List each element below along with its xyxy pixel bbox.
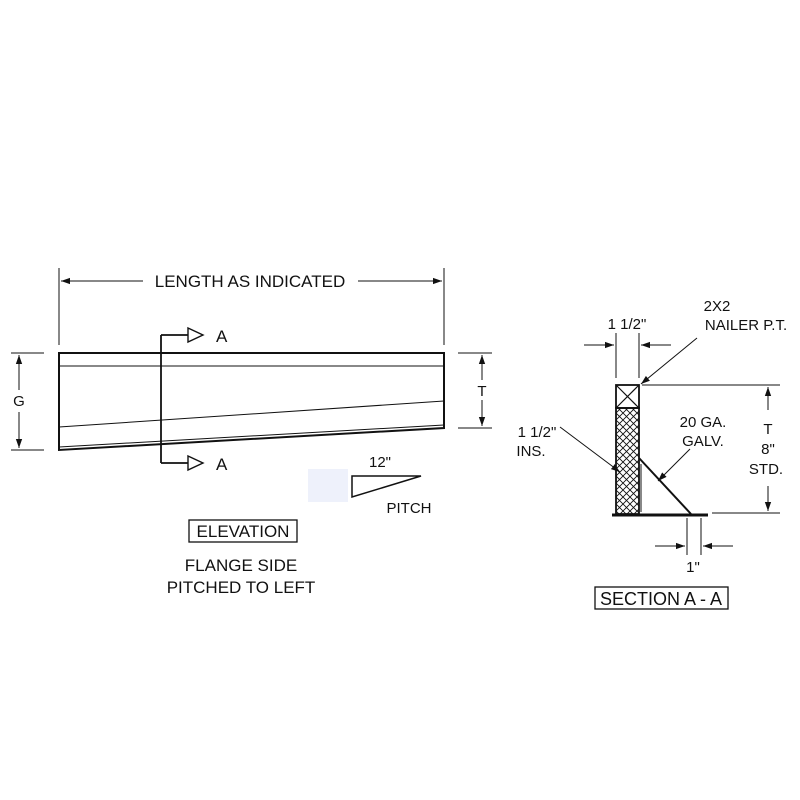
section-mark-top: A — [216, 327, 228, 346]
nailer-width-dimension: 1 1/2" — [584, 316, 671, 378]
flange-dim-label: 1" — [686, 559, 700, 576]
nailer-label-line1: 2X2 — [704, 298, 731, 315]
section-view: 1 1/2" 2X2 NAILER P.T. 1 1/2" INS. — [516, 298, 787, 610]
length-label: LENGTH AS INDICATED — [155, 272, 346, 291]
pitch-run-label: 12" — [369, 454, 391, 471]
height-dimension: T 8" STD. — [642, 384, 783, 514]
height-label-line1: T — [763, 421, 772, 438]
section-title: SECTION A - A — [600, 589, 722, 609]
metal-label-line1: 20 GA. — [680, 414, 727, 431]
length-dimension: LENGTH AS INDICATED — [58, 268, 445, 345]
section-cut-line: A A — [160, 326, 228, 474]
g-label: G — [13, 393, 25, 410]
metal-cant — [612, 457, 708, 517]
t-dimension-elevation: T — [458, 352, 492, 429]
nailer-callout: 2X2 NAILER P.T. — [640, 298, 787, 385]
insulation-label-line1: 1 1/2" — [518, 424, 557, 441]
t-label: T — [477, 383, 486, 400]
pitch-triangle-icon — [351, 475, 422, 499]
nailer-dim-label: 1 1/2" — [608, 316, 647, 333]
insulation-callout: 1 1/2" INS. — [516, 424, 621, 473]
section-arrow-bottom-icon — [187, 454, 205, 472]
flange-dimension: 1" — [655, 518, 733, 576]
highlight-swatch — [308, 469, 348, 502]
cant-strip-elevation — [58, 352, 445, 452]
pitch-symbol: 12" PITCH — [308, 454, 432, 517]
nailer-block — [615, 384, 640, 409]
insulation-board — [615, 407, 640, 515]
elevation-view: LENGTH AS INDICATED A A G — [11, 268, 492, 597]
insulation-label-line2: INS. — [516, 443, 545, 460]
elevation-note-line2: PITCHED TO LEFT — [167, 578, 316, 597]
elevation-note-line1: FLANGE SIDE — [185, 556, 297, 575]
g-dimension: G — [11, 352, 44, 451]
section-mark-bottom: A — [216, 455, 228, 474]
pitch-label: PITCH — [387, 500, 432, 517]
height-label-line2: 8" — [761, 441, 775, 458]
height-label-line3: STD. — [749, 461, 783, 478]
elevation-title: ELEVATION — [197, 522, 290, 541]
elevation-title-box — [188, 519, 298, 543]
nailer-label-line2: NAILER P.T. — [705, 317, 787, 334]
section-title-box — [594, 586, 729, 610]
section-arrow-top-icon — [187, 326, 205, 344]
metal-callout: 20 GA. GALV. — [657, 414, 727, 482]
metal-label-line2: GALV. — [682, 433, 724, 450]
